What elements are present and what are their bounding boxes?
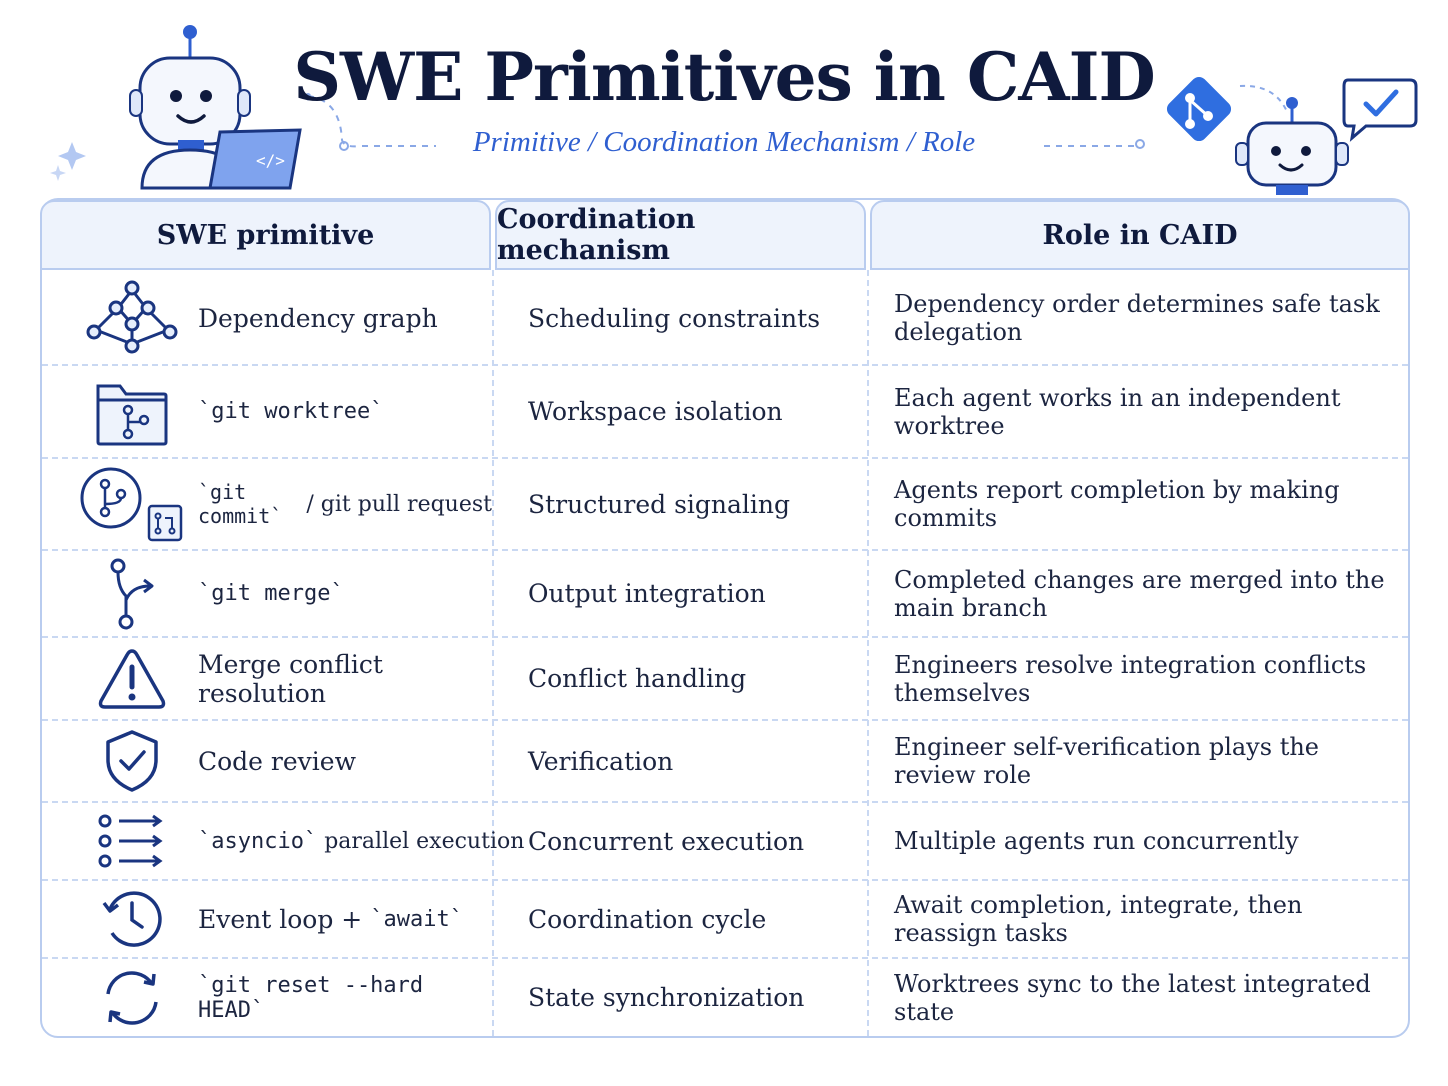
dashed-arc-right <box>1239 84 1289 115</box>
column-header-role: Role in CAID <box>870 200 1410 270</box>
dashed-connector-right <box>1044 139 1145 149</box>
role-cell: Completed changes are merged into the ma… <box>894 565 1385 622</box>
role-cell: Engineers resolve integration conflicts … <box>894 650 1367 707</box>
column-divider <box>867 270 869 1036</box>
svg-text:</>: </> <box>256 151 285 170</box>
primitive-code: `asyncio` <box>198 828 318 854</box>
table-row: Code review Verification Engineer self-v… <box>42 719 1408 801</box>
table-row: Dependency graph Scheduling constraints … <box>42 272 1408 364</box>
primitive-cell: `git merge` <box>198 581 344 606</box>
table-row: `git worktree` Workspace isolation Each … <box>42 364 1408 457</box>
clock-cycle-icon <box>102 891 162 947</box>
primitive-cell: Merge conflict resolution <box>198 649 383 708</box>
dependency-graph-icon <box>86 280 178 354</box>
primitive-cell: `asyncio` parallel execution <box>198 803 524 879</box>
merge-icon <box>110 558 154 629</box>
role-cell: Dependency order determines safe task de… <box>894 290 1380 346</box>
mechanism-cell: Workspace isolation <box>528 397 783 426</box>
sync-icon <box>106 970 158 1025</box>
robot-icon <box>1235 97 1349 195</box>
mechanism-cell: Concurrent execution <box>528 826 805 856</box>
table-row: `git commit` / git pull request Structur… <box>42 457 1408 549</box>
commit-pull-request-icon <box>80 467 183 542</box>
column-header-mechanism: Coordination mechanism <box>495 200 866 270</box>
parallel-list-icon <box>98 814 163 868</box>
primitives-table: SWE primitive Coordination mechanism Rol… <box>40 198 1410 1038</box>
primitive-cell: Dependency graph <box>198 303 438 333</box>
primitive-code: `git commit` <box>198 480 283 528</box>
robot-laptop-illustration: </> <box>50 25 310 190</box>
role-cell: Await completion, integrate, then reassi… <box>894 891 1303 947</box>
table-row: `asyncio` parallel execution Concurrent … <box>42 801 1408 879</box>
column-header-primitive: SWE primitive <box>40 200 491 270</box>
table-row: `git merge` Output integration Completed… <box>42 549 1408 636</box>
role-cell: Multiple agents run concurrently <box>894 827 1299 855</box>
role-cell: Each agent works in an independent workt… <box>894 383 1341 440</box>
mechanism-cell: Conflict handling <box>528 664 747 693</box>
column-divider <box>492 270 494 1036</box>
primitive-cell: `git worktree` <box>198 399 384 424</box>
folder-branch-icon <box>96 384 168 445</box>
shield-check-icon <box>106 730 158 792</box>
role-cell: Engineer self-verification plays the rev… <box>894 733 1319 789</box>
warning-icon <box>98 648 166 709</box>
mechanism-cell: Output integration <box>528 579 766 608</box>
page-title: SWE Primitives in CAID <box>293 38 1155 116</box>
role-cell: Agents report completion by making commi… <box>894 476 1340 532</box>
primitive-cell: Event loop + `await` <box>198 881 492 957</box>
primitive-code: `await` <box>370 906 463 932</box>
table-row: `git reset --hard HEAD` State synchroniz… <box>42 957 1408 1036</box>
role-cell: Worktrees sync to the latest integrated … <box>894 969 1371 1026</box>
dashed-connector-left <box>305 93 436 151</box>
page-subtitle: Primitive / Coordination Mechanism / Rol… <box>472 126 976 158</box>
mechanism-cell: Structured signaling <box>528 489 790 519</box>
mechanism-cell: Coordination cycle <box>528 904 767 934</box>
primitive-cell: `git reset --hard HEAD` <box>198 972 424 1023</box>
git-logo-icon <box>1166 76 1232 142</box>
mechanism-cell: State synchronization <box>528 983 805 1012</box>
primitive-text: parallel execution <box>317 828 525 854</box>
table-row: Event loop + `await` Coordination cycle … <box>42 879 1408 957</box>
mechanism-cell: Scheduling constraints <box>528 303 821 333</box>
primitive-cell: Code review <box>198 746 356 776</box>
primitive-text: / git pull request <box>299 491 492 517</box>
chat-check-icon <box>1342 78 1418 142</box>
primitive-cell: `git commit` / git pull request <box>198 459 492 549</box>
mechanism-cell: Verification <box>528 746 674 776</box>
table-row: Merge conflict resolution Conflict handl… <box>42 636 1408 719</box>
primitive-text: Event loop + <box>198 904 371 934</box>
